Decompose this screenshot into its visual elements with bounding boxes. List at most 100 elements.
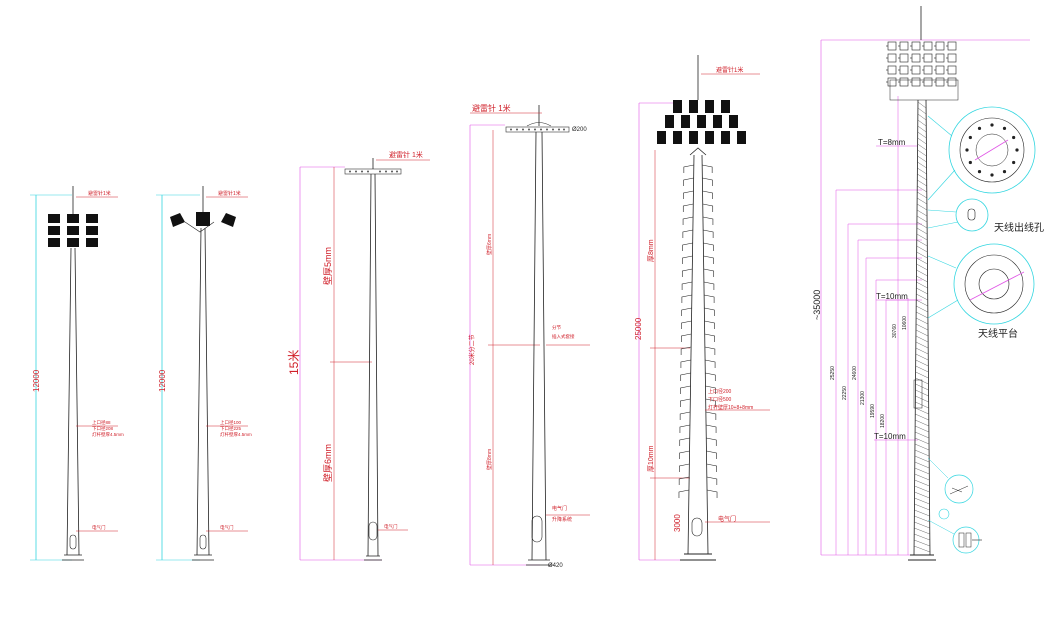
lattice-brace	[916, 281, 928, 289]
lattice-brace	[914, 443, 930, 451]
pole-2-spec-line-1: 上口径100	[220, 419, 242, 426]
floodlight	[899, 65, 909, 75]
pole-2-spec-line-3: 灯杆壁厚4.5mm	[220, 431, 252, 438]
climbing-hook-right	[702, 216, 714, 225]
floodlight	[911, 53, 921, 63]
flange-bolt-hole	[968, 135, 972, 140]
climbing-hook-right	[705, 398, 716, 407]
pole-4-joint-line-1: 分节	[552, 324, 561, 331]
lattice-brace	[917, 197, 927, 205]
climbing-hook-right	[703, 268, 715, 277]
flange-bolt-hole	[990, 173, 994, 177]
climbing-hook-left	[682, 216, 694, 225]
pole-3-shaft	[367, 173, 379, 557]
pole-6-lattice	[914, 101, 930, 553]
lattice-brace	[917, 191, 927, 199]
lattice-brace	[914, 485, 930, 493]
floodlight	[935, 41, 945, 51]
climbing-hook-right	[704, 333, 715, 342]
lattice-brace	[914, 533, 930, 541]
pole-2-spec-line-2: 下口径225	[220, 425, 242, 432]
climbing-hook-right	[706, 463, 717, 472]
lattice-brace	[915, 407, 929, 415]
lattice-brace	[917, 119, 927, 127]
lattice-brace	[916, 209, 928, 217]
floodlight	[887, 53, 897, 63]
pole-1-shaft	[66, 247, 80, 556]
pole-5-shaft	[687, 154, 709, 555]
lattice-brace	[914, 509, 930, 517]
pole-4-door-line-2: 升降系统	[552, 516, 572, 523]
lattice-brace	[914, 455, 930, 463]
lattice-brace	[917, 173, 927, 181]
lattice-brace	[916, 245, 928, 253]
climbing-hook-right	[706, 437, 717, 446]
pole-3: 15米 壁厚5mm 壁厚6mm 避雷针 1米 电气门	[287, 150, 430, 561]
floodlight	[899, 53, 909, 63]
lattice-brace	[915, 347, 929, 355]
climbing-hook-right	[706, 424, 717, 433]
lattice-brace	[916, 233, 928, 241]
pole-6-top-thickness: T=8mm	[878, 138, 906, 147]
climbing-hook-left	[681, 320, 692, 329]
floodlight	[923, 53, 933, 63]
pole-6-dim-7: 30760	[892, 324, 898, 338]
climbing-hook-left	[682, 229, 693, 238]
floodlight	[911, 41, 921, 51]
climbing-hook-left	[682, 203, 694, 212]
lattice-brace	[914, 491, 930, 499]
floodlight	[923, 41, 933, 51]
floodlight	[923, 77, 933, 87]
pole-5-height-label: 25000	[634, 317, 643, 340]
climbing-hook-left	[678, 489, 690, 498]
climbing-hook-left	[681, 281, 693, 290]
lattice-brace	[916, 257, 928, 265]
floodlight	[947, 77, 957, 87]
pole-1-floodlight-array	[48, 214, 98, 247]
lattice-brace	[914, 479, 930, 487]
pole-1-height-label: 12000	[32, 369, 41, 392]
pole-4-bottom-diameter: Ø420	[548, 563, 563, 569]
climbing-hook-right	[703, 281, 715, 290]
pole-4: 20米分二节 壁厚6mm 壁厚8mm 避雷针 1米 Ø200 分节 插入式套接 …	[468, 103, 590, 569]
climbing-hook-left	[681, 333, 692, 342]
pole-2-height-label: 12000	[158, 369, 167, 392]
lattice-brace	[916, 263, 928, 271]
flange-bolt-hole	[965, 148, 969, 152]
climbing-hook-left	[679, 437, 690, 446]
lattice-brace	[915, 359, 929, 367]
lattice-brace	[914, 521, 930, 529]
flange-bolt-hole	[977, 126, 982, 130]
lattice-brace	[916, 275, 928, 283]
pole-5-lower-thickness: 厚10mm	[647, 445, 655, 472]
pole-6-dim-1: 25250	[830, 366, 836, 380]
climbing-hook-right	[706, 450, 717, 459]
climbing-hook-left	[680, 385, 691, 394]
lattice-brace	[916, 299, 928, 307]
lattice-brace	[917, 155, 927, 163]
climbing-hook-right	[705, 372, 716, 381]
floodlight	[935, 77, 945, 87]
pole-6-mid-thickness: T=10mm	[876, 292, 908, 301]
climbing-hook-right	[704, 294, 715, 303]
lattice-brace	[914, 503, 930, 511]
floodlight	[935, 53, 945, 63]
pole-6-dim-5: 19590	[870, 404, 876, 418]
climbing-hook-left	[681, 294, 692, 303]
climbing-hook-left	[683, 190, 694, 199]
climbing-hook-left	[678, 476, 690, 485]
climbing-hook-right	[704, 320, 715, 329]
pole-6-antenna-platform-detail	[927, 243, 1035, 325]
flange-bolt-hole	[1015, 148, 1019, 152]
pole-1-spec-line-2: 下口径208	[92, 425, 114, 432]
pole-6-low-thickness: T=10mm	[874, 432, 906, 441]
lattice-brace	[914, 461, 930, 469]
floodlight	[911, 65, 921, 75]
floodlight	[911, 77, 921, 87]
lattice-brace	[917, 143, 927, 151]
climbing-hook-right	[705, 359, 716, 368]
pole-5: 25000 厚8mm 厚10mm 3000 避雷针1米 上口径200 下口径50…	[634, 55, 770, 561]
pole-4-lower-thickness: 壁厚8mm	[486, 449, 493, 470]
floodlight	[887, 65, 897, 75]
